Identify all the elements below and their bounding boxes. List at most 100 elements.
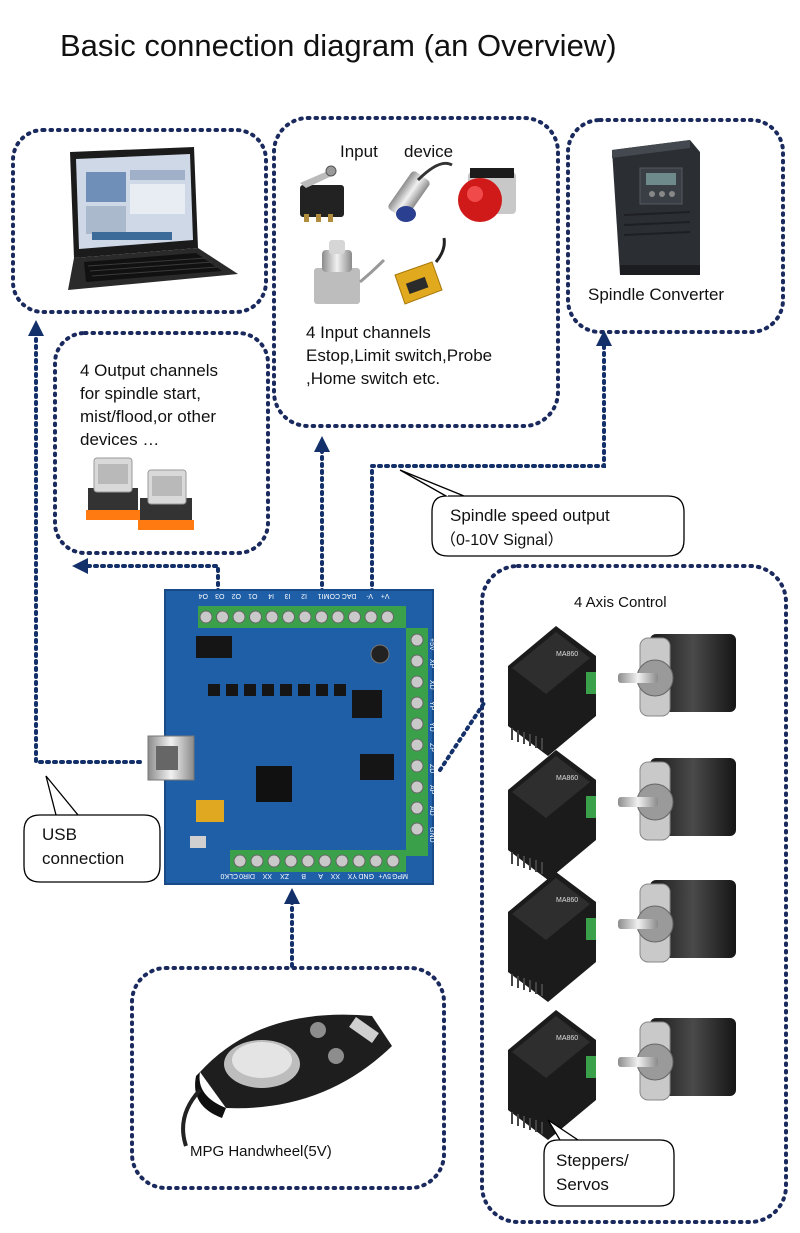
spindle-converter-label: Spindle Converter (588, 285, 724, 304)
mpg-frame (130, 966, 446, 1190)
board-pin-label: ZP (428, 743, 435, 752)
mpg-label: MPG Handwheel(5V) (190, 1143, 332, 1160)
board-pin-label: O3 (215, 592, 224, 599)
driver-brand-label: MA860 (556, 897, 578, 904)
input-channels-line-1: 4 Input channels (306, 323, 431, 342)
terminal-screw (410, 696, 424, 710)
input-device-header-left: Input (340, 142, 378, 161)
board-pin-label: AP (428, 785, 435, 795)
terminal-screw (410, 822, 424, 836)
driver-brand-label: MA860 (556, 775, 578, 782)
board-pin-label: I3 (285, 592, 291, 599)
output-link (72, 558, 220, 594)
terminal-screw (298, 610, 312, 624)
board-pin-label: ZX (280, 872, 289, 879)
board-pin-label: XX (330, 872, 340, 879)
steppers-label-line-2: Servos (556, 1175, 609, 1194)
input-device-frame (272, 116, 560, 428)
board-pin-label: O1 (248, 592, 257, 599)
board-pin-label: O4 (199, 592, 208, 599)
terminal-screw (216, 610, 229, 624)
board-pin-label: MPG (392, 872, 408, 879)
terminal-screw (232, 610, 246, 624)
output-channels-line-2: for spindle start, (80, 384, 201, 403)
board-pin-label: I1 (318, 592, 324, 599)
board-pin-label: COM (324, 592, 341, 599)
stepper-motor-image (650, 880, 736, 958)
usb-label-line-2: connection (42, 849, 124, 868)
stepper-motor-image (650, 758, 736, 836)
terminal-screw (410, 759, 424, 773)
proximity-sensor-image (388, 161, 453, 222)
board-pin-label: ZD (428, 764, 435, 773)
mpg-handwheel-image (181, 1014, 392, 1147)
terminal-screw (335, 854, 349, 868)
terminal-screw (364, 610, 378, 624)
inductive-sensor-image (394, 237, 446, 305)
axis-unit-4: MA860 (508, 1010, 736, 1140)
board-pin-label: XD (428, 680, 435, 690)
terminal-screw (249, 610, 262, 624)
output-channels-frame (53, 331, 270, 555)
terminal-screw (301, 854, 315, 868)
board-pin-label: YP (428, 701, 435, 711)
spindle-converter-frame (566, 118, 785, 334)
board-pin-label: V- (366, 592, 373, 599)
board-pin-label: YX (347, 872, 357, 879)
board-pin-label: I4 (268, 592, 274, 599)
board-pin-label: GND (358, 872, 374, 879)
board-pin-label: O2 (232, 592, 241, 599)
laptop-image (68, 147, 238, 290)
terminal-screw (410, 738, 424, 752)
terminal-screw (410, 717, 424, 731)
page-title: Basic connection diagram (an Overview) (60, 28, 617, 63)
board-pin-label: XP (428, 659, 435, 669)
terminal-screw (284, 854, 298, 868)
relay-image-1 (86, 457, 140, 520)
limit-switch-image (300, 165, 344, 222)
stepper-motor-image (650, 634, 736, 712)
terminal-screw (315, 610, 328, 624)
usb-bubble (23, 775, 161, 883)
input-channels-line-2: Estop,Limit switch,Probe (306, 346, 492, 365)
axis-unit-1: MA860 (508, 626, 736, 756)
terminal-screw (267, 854, 281, 868)
board-pin-label: A (318, 872, 323, 879)
input-device-header-right: device (404, 142, 453, 161)
axis-unit-3: MA860 (508, 872, 736, 1002)
usb-label-line-1: USB (42, 825, 77, 844)
relay-image-2 (138, 469, 194, 530)
board-pin-label: YD (428, 722, 435, 732)
terminal-screw (348, 610, 361, 624)
terminal-screw (410, 801, 424, 815)
driver-brand-label: MA860 (556, 1035, 578, 1042)
terminal-screw (410, 633, 424, 647)
spindle-speed-line-1: Spindle speed output (450, 506, 610, 525)
axis-link (438, 698, 488, 772)
terminal-screw (386, 854, 400, 868)
steppers-label-line-1: Steppers/ (556, 1151, 629, 1170)
board-pin-label: GND (428, 827, 435, 843)
board-pin-label: DIR0 (239, 872, 255, 879)
steppers-bubble (543, 1119, 675, 1207)
board-pin-label: I2 (301, 592, 307, 599)
vfd-image (612, 140, 700, 275)
probe-switch-image (314, 240, 386, 304)
axis-unit-2: MA860 (508, 750, 736, 880)
spindle-speed-line-2: （0-10V Signal） (440, 531, 564, 549)
terminal-screw (318, 854, 332, 868)
board-pin-label: +5V (428, 638, 435, 651)
stepper-motor-image (650, 1018, 736, 1096)
terminal-screw (352, 854, 366, 868)
board-pin-label: B (301, 872, 306, 879)
emergency-stop-image (458, 168, 516, 222)
output-channels-line-1: 4 Output channels (80, 361, 218, 380)
board-pin-label: DAC (342, 592, 357, 599)
usb-link (28, 320, 142, 764)
terminal-screw (369, 854, 383, 868)
board-pin-label: 5V+ (378, 872, 391, 879)
board-pin-label: V+ (381, 592, 390, 599)
computer-frame (11, 128, 268, 314)
